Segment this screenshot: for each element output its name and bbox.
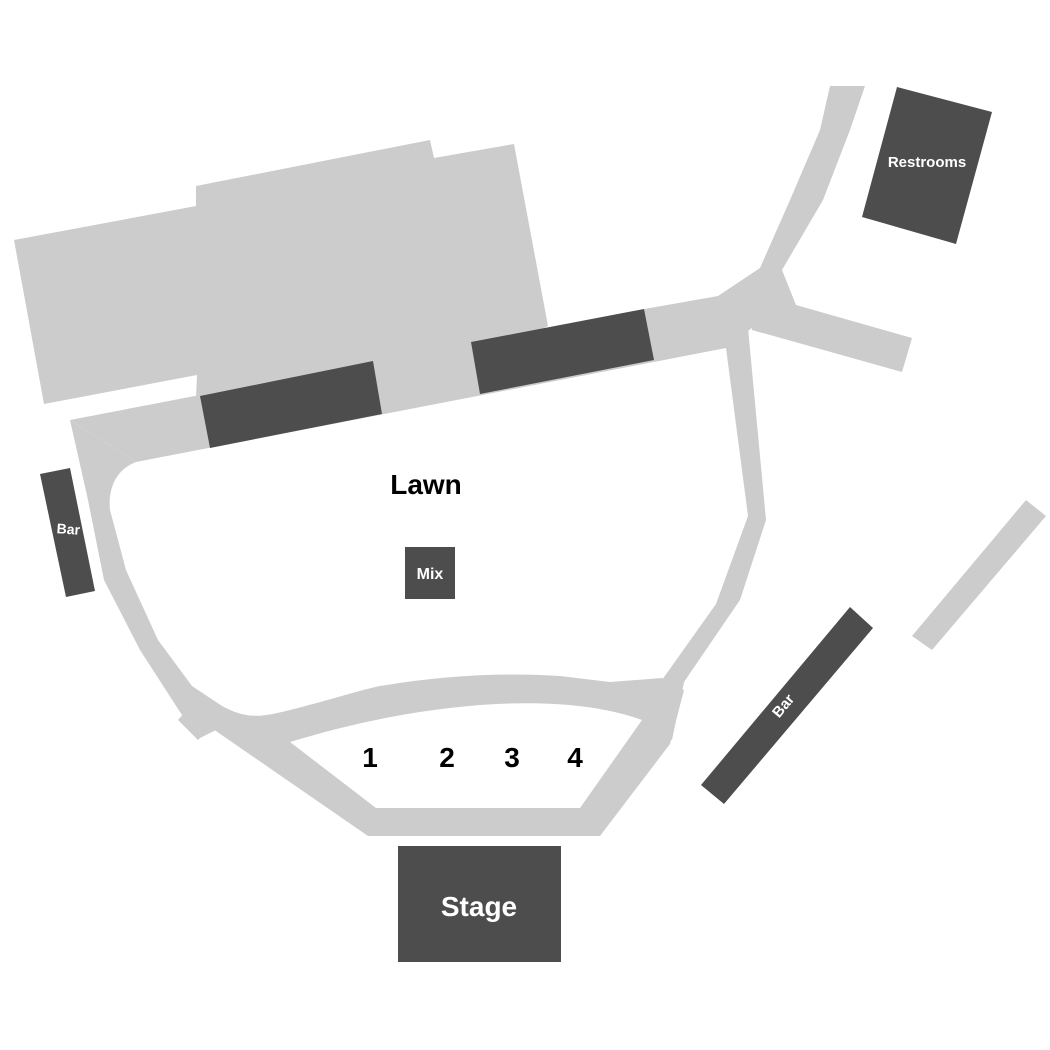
bar-right[interactable]: Bar: [701, 607, 873, 804]
east-walkway: [912, 500, 1046, 650]
restrooms-shape: [862, 87, 992, 244]
restrooms-label: Restrooms: [888, 154, 966, 171]
pit-walkway: [190, 674, 684, 836]
mix-position[interactable]: Mix: [405, 547, 455, 599]
stage-shape: [398, 846, 561, 962]
section-3-label[interactable]: 3: [504, 742, 520, 773]
north-walkway: [742, 86, 865, 290]
lawn-loop-walkway: [70, 308, 766, 740]
section-4-label[interactable]: 4: [567, 742, 583, 773]
bar-left-label: Bar: [56, 520, 81, 538]
bar-left-shape: [40, 468, 95, 597]
mix-shape: [405, 547, 455, 599]
mix-label: Mix: [417, 566, 444, 583]
main-building-area: [14, 140, 548, 412]
section-1-label[interactable]: 1: [362, 742, 378, 773]
bar-right-shape: [701, 607, 873, 804]
stage[interactable]: Stage: [398, 846, 561, 962]
bar-left[interactable]: Bar: [40, 468, 95, 597]
lawn-section-label[interactable]: Lawn: [390, 469, 462, 500]
stage-label: Stage: [441, 891, 517, 922]
upper-right-booth: [471, 309, 654, 394]
upper-left-booth: [200, 361, 382, 448]
restrooms-building[interactable]: Restrooms: [862, 87, 992, 244]
section-2-label[interactable]: 2: [439, 742, 455, 773]
left-walkway-stub: [178, 706, 212, 740]
